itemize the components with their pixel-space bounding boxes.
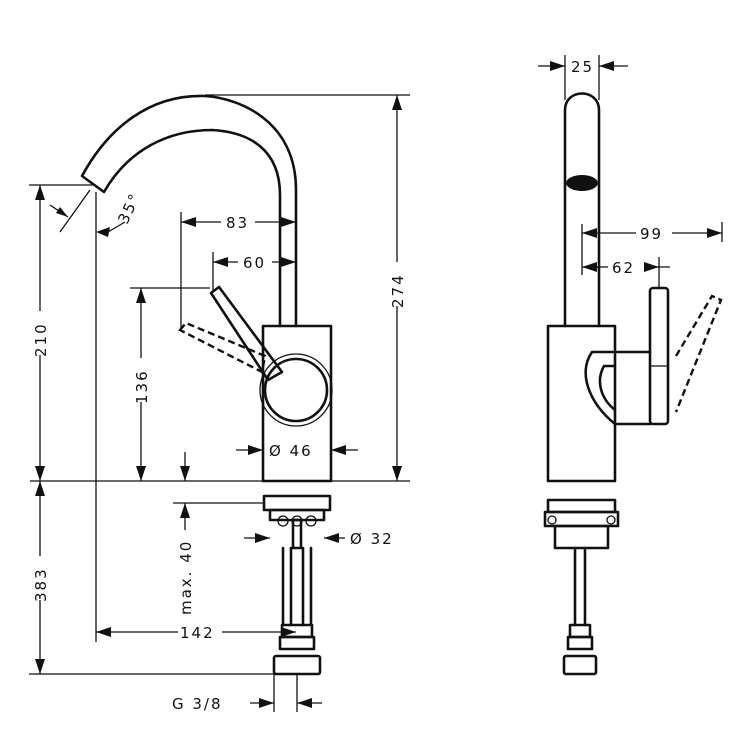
front-handle-dashed xyxy=(178,321,267,374)
front-spout xyxy=(80,94,298,328)
side-spout xyxy=(563,92,601,328)
front-base-plate xyxy=(262,494,332,512)
dim-max-thickness: max. 40 xyxy=(177,540,195,615)
front-nut-1 xyxy=(277,515,289,527)
side-handle-neck-inner xyxy=(598,364,617,412)
front-nut-3 xyxy=(305,515,317,527)
side-hose-fitting-2 xyxy=(566,635,594,651)
side-body xyxy=(546,324,617,483)
dim-reach-front: 83 xyxy=(226,214,249,232)
front-threaded-stud xyxy=(291,518,303,550)
dim-height-handle: 136 xyxy=(133,369,151,404)
front-cartridge-circle xyxy=(263,357,329,423)
dim-below-counter: 383 xyxy=(32,567,50,602)
front-cartridge-ring xyxy=(259,353,333,427)
side-lower-body xyxy=(553,524,610,550)
dim-height-total: 274 xyxy=(389,273,407,308)
side-hose-fitting-1 xyxy=(568,623,592,639)
front-view xyxy=(30,94,410,676)
side-hose-nut xyxy=(562,654,598,676)
side-aerator xyxy=(566,175,598,191)
front-hose-nut xyxy=(272,654,322,676)
side-handle-dashed xyxy=(674,294,723,413)
dim-width-top: 25 xyxy=(571,58,594,76)
dim-connection: G 3/8 xyxy=(172,695,223,713)
dim-height-spout: 210 xyxy=(32,322,50,357)
dim-reach-side: 99 xyxy=(640,225,663,243)
dim-projection: 142 xyxy=(180,624,215,642)
dim-body-diameter: Ø 46 xyxy=(269,442,313,460)
side-handle-neck xyxy=(584,350,617,426)
side-dimensions: 25 99 62 xyxy=(538,55,723,288)
side-handle-lever xyxy=(648,286,670,426)
dim-handle-side: 62 xyxy=(612,259,635,277)
side-base-plate xyxy=(546,498,617,514)
dim-hole-diameter: Ø 32 xyxy=(350,530,394,548)
front-handle-lever xyxy=(209,285,284,382)
front-hose-fitting-2 xyxy=(278,635,316,651)
front-dimensions: 274 210 136 35° 83 60 xyxy=(29,95,408,713)
dim-handle-front: 60 xyxy=(243,254,266,272)
side-view xyxy=(543,92,723,676)
dim-angle: 35° xyxy=(114,190,144,227)
